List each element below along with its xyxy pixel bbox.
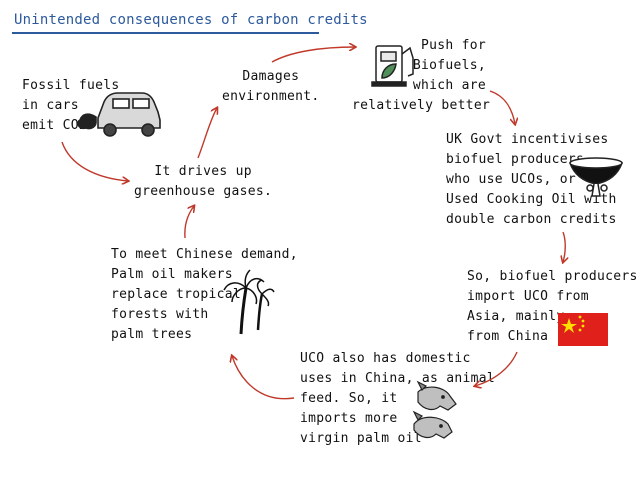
arrow-import-to-domestic <box>475 351 518 386</box>
pig-icon <box>412 380 457 439</box>
node-govt-incentive: UK Govt incentivises biofuel producers w… <box>446 132 617 227</box>
car-icon <box>77 92 161 137</box>
arrow-biofuels-to-govt <box>489 90 515 124</box>
arrow-damages-to-biofuels <box>271 47 355 63</box>
china-flag-icon <box>558 313 608 346</box>
node-palm-oil: To meet Chinese demand, Palm oil makers … <box>111 247 298 342</box>
diagram-title: Unintended consequences of carbon credit… <box>14 12 368 28</box>
arrow-palm-to-greenhouse <box>184 206 194 239</box>
arrow-fossil-to-greenhouse <box>61 141 128 181</box>
arrow-greenhouse-to-damages <box>197 108 217 159</box>
node-biofuels: Push for Biofuels, which are relatively … <box>352 38 491 113</box>
arrow-govt-to-import <box>563 231 565 262</box>
node-import-uco: So, biofuel producers import UCO from As… <box>467 269 638 344</box>
node-fossil-fuels: Fossil fuels in cars emit CO2 <box>22 78 120 133</box>
node-domestic-uses: UCO also has domestic uses in China, as … <box>300 351 496 446</box>
cooking-pot-icon <box>569 157 623 197</box>
arrow-domestic-to-palm <box>232 356 295 400</box>
node-greenhouse: It drives up greenhouse gases. <box>134 164 273 199</box>
title-underline <box>12 32 319 34</box>
fuel-pump-icon <box>371 45 414 87</box>
palm-tree-icon <box>223 269 275 335</box>
node-damages: Damages environment. <box>222 69 320 104</box>
